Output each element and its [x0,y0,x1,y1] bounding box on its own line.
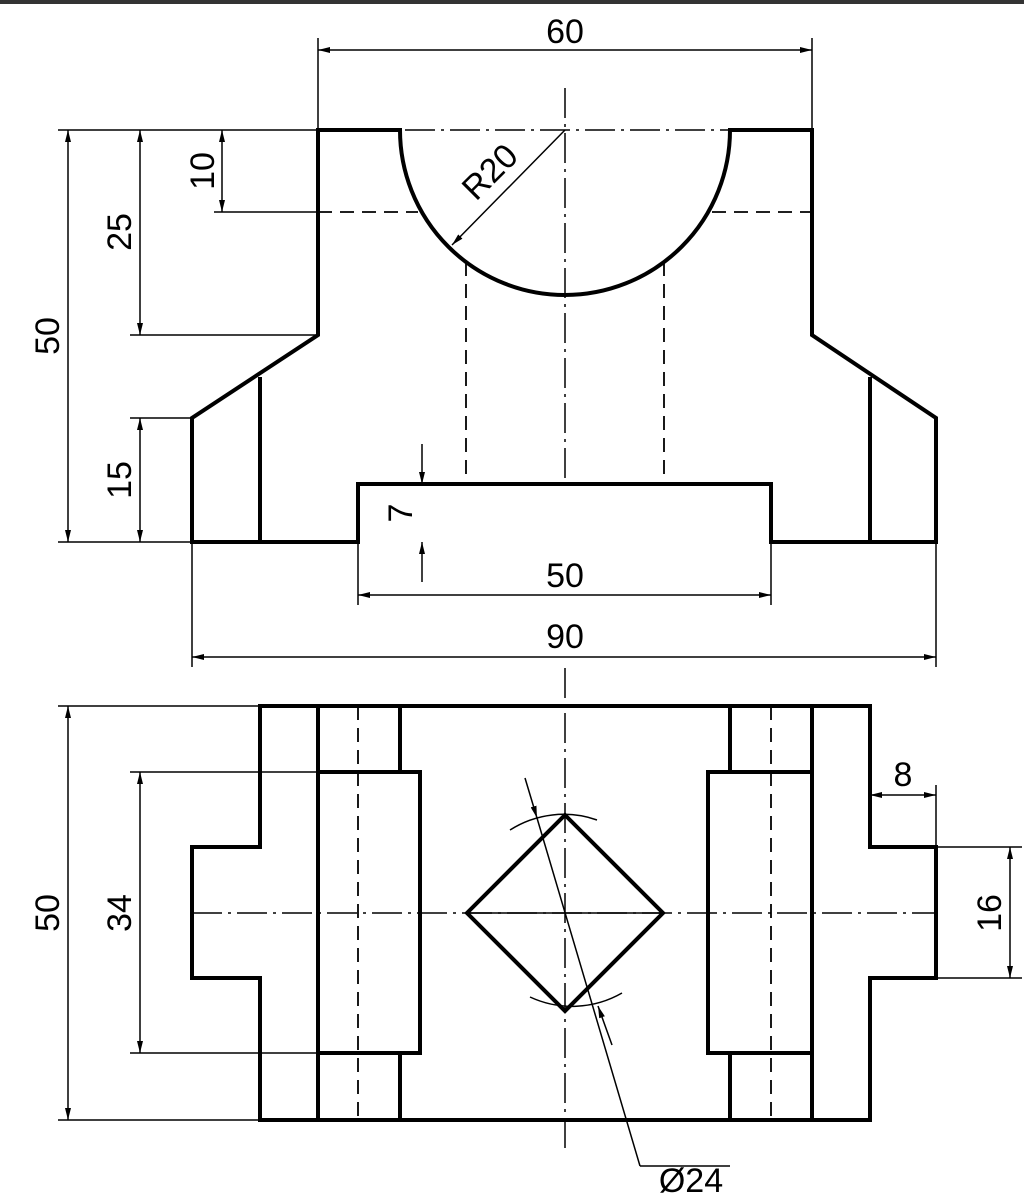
front-outline [190,128,938,544]
top-view: Ø24 50 34 8 16 [29,668,1022,1200]
dim-total-width: 90 [546,618,584,656]
dim-top-width: 60 [546,13,584,51]
top-outline [190,704,938,1122]
dim-recess-depth: 7 [382,504,420,523]
dim-radius: R20 [455,137,526,208]
dim-hole-diameter: Ø24 [659,1162,723,1200]
diameter-leader [536,817,641,1167]
dim-total-depth: 50 [29,894,67,932]
dim-recess-width: 50 [546,557,584,595]
diameter-arc [529,992,623,1007]
diameter-leader [524,777,538,819]
square-hole [464,812,666,1014]
diameter-leader [597,1005,613,1046]
dim-tab-length: 8 [894,756,913,794]
front-view: R20 60 10 25 50 15 7 50 90 [29,13,938,667]
dim-slot-depth: 10 [184,152,222,190]
dim-upper-height: 25 [101,213,139,251]
dim-lower-height: 15 [101,461,139,499]
dim-tab-width: 16 [971,894,1009,932]
dim-inner-depth: 34 [101,894,139,932]
radius-leader [451,129,566,246]
dim-total-height: 50 [29,317,67,355]
diameter-arc [509,813,598,831]
